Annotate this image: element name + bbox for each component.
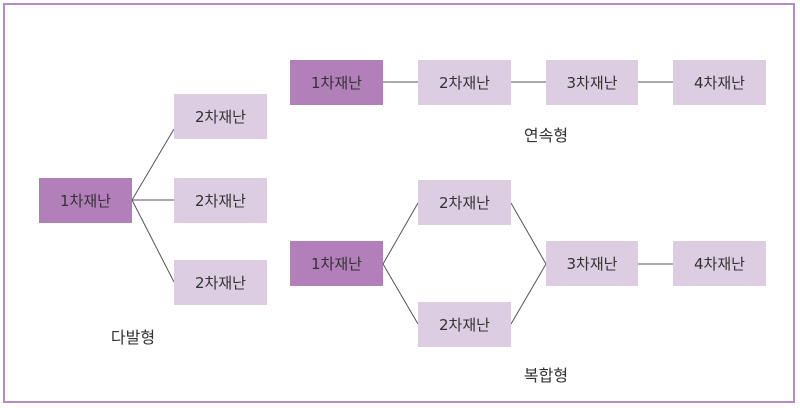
compound-connector-merge-top: [510, 202, 547, 265]
serial-node-4: 4차재난: [673, 60, 766, 105]
compound-connector-merge-bottom: [510, 263, 547, 325]
multi-connector-top: [131, 128, 175, 201]
serial-node-1: 1차재난: [290, 60, 383, 105]
diagram-frame: [3, 3, 795, 403]
compound-branch-node-1: 2차재난: [418, 180, 511, 225]
multi-connector-bottom: [131, 199, 175, 283]
compound-connector-split-top: [382, 202, 419, 265]
serial-node-2: 2차재난: [418, 60, 511, 105]
multi-source-node: 1차재난: [39, 178, 132, 223]
multi-target-node-2: 2차재난: [174, 178, 267, 223]
serial-caption: 연속형: [523, 126, 569, 145]
multi-caption: 다발형: [110, 328, 156, 347]
compound-merge-node: 3차재난: [546, 241, 638, 286]
multi-target-node-3: 2차재난: [174, 260, 267, 305]
serial-node-3: 3차재난: [546, 60, 638, 105]
compound-final-node: 4차재난: [673, 241, 766, 286]
compound-connector-split-bottom: [382, 263, 419, 325]
compound-branch-node-2: 2차재난: [418, 302, 511, 347]
compound-caption: 복합형: [523, 366, 569, 385]
compound-source-node: 1차재난: [290, 241, 383, 286]
multi-target-node-1: 2차재난: [174, 94, 267, 139]
